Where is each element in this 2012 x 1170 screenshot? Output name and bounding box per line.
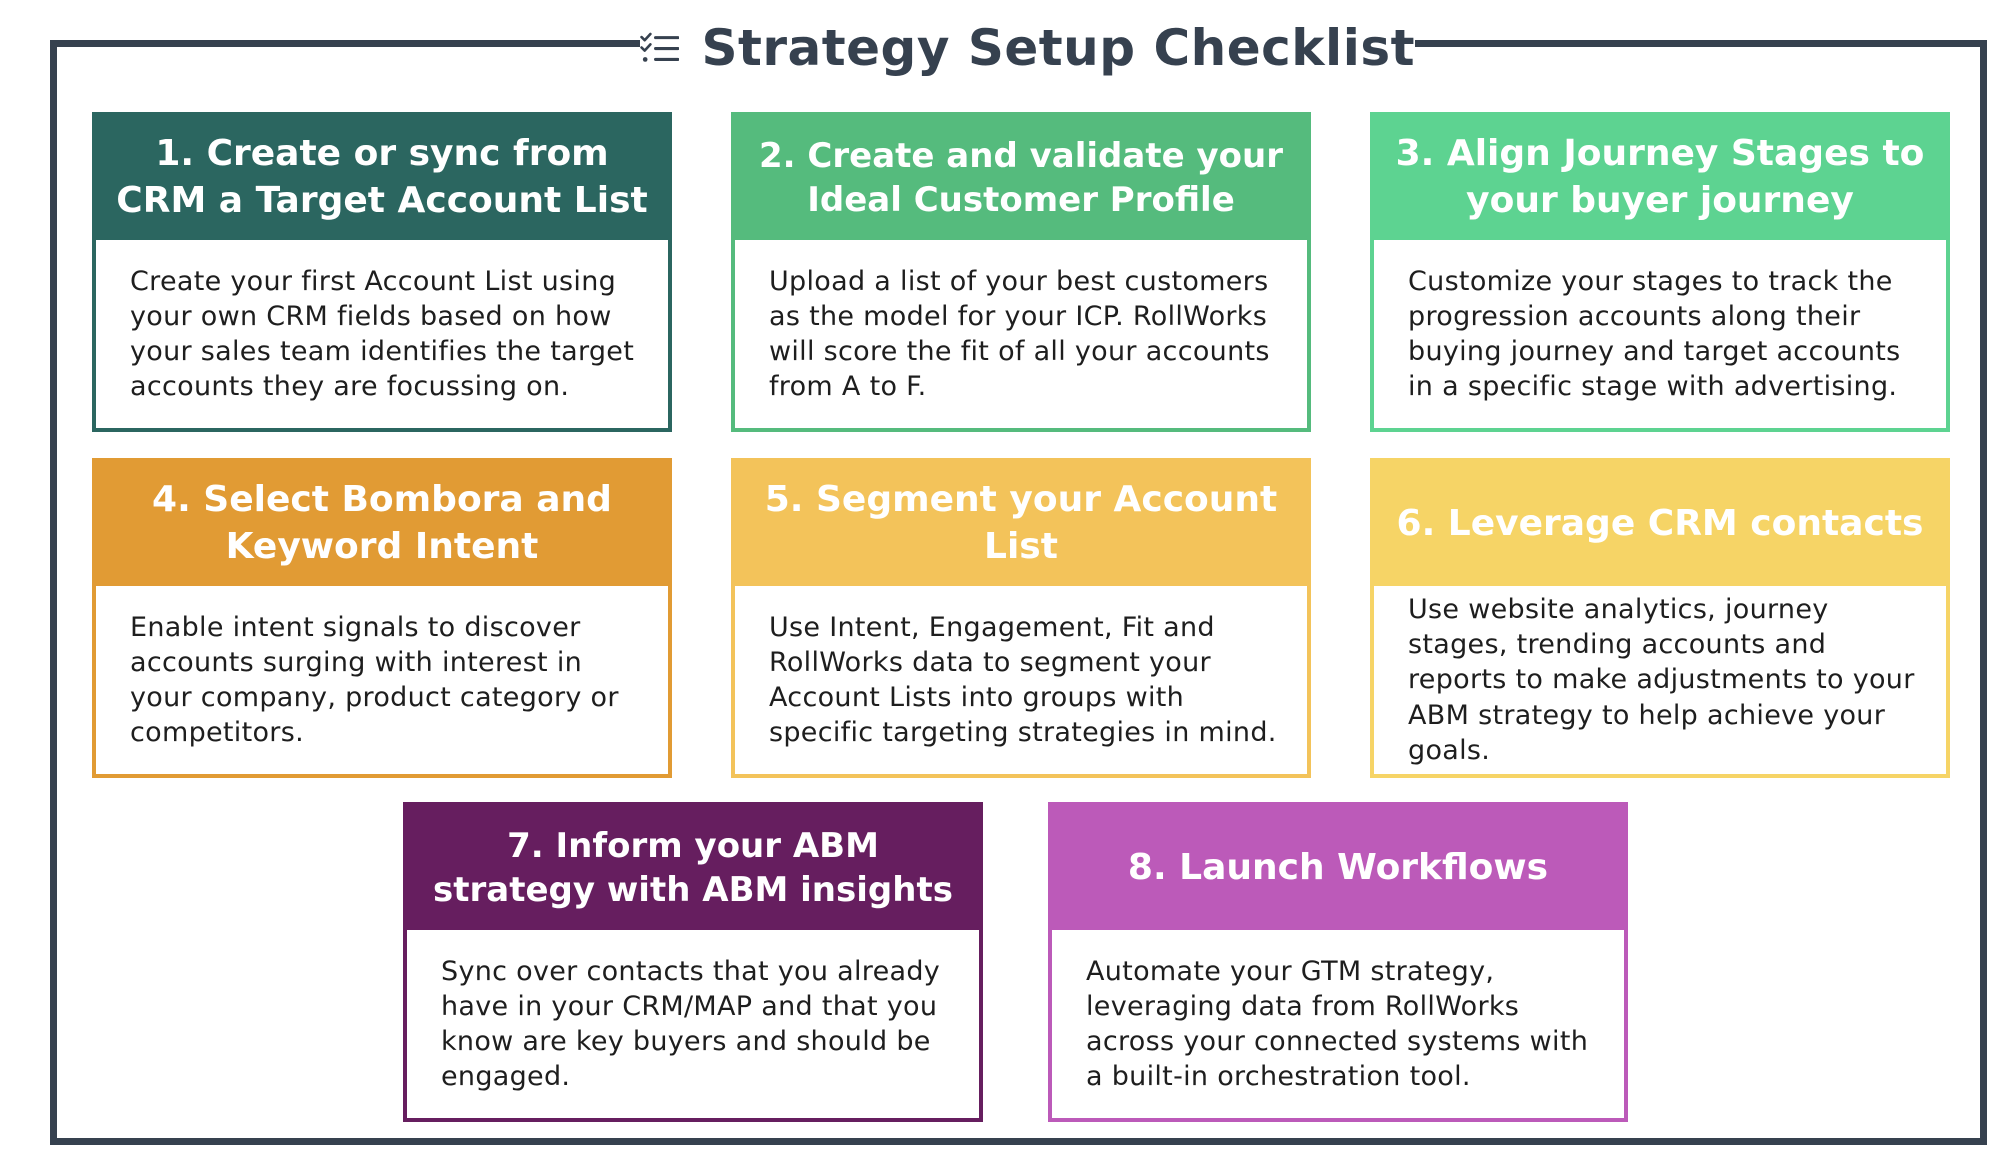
step-body-6: Use website analytics, journey stages, t… <box>1408 594 1915 766</box>
step-heading-2: 2. Create and validate your Ideal Custom… <box>735 116 1307 240</box>
step-body-7: Sync over contacts that you already have… <box>441 955 941 1093</box>
step-card-5: 5. Segment your Account List Use Intent,… <box>731 458 1311 778</box>
title-bar: Strategy Setup Checklist <box>640 8 1415 88</box>
step-heading-7: 7. Inform your ABM strategy with ABM ins… <box>407 806 979 930</box>
step-card-1: 1. Create or sync from CRM a Target Acco… <box>92 112 672 432</box>
step-body-3: Customize your stages to track the progr… <box>1408 265 1901 403</box>
checklist-icon <box>640 32 680 62</box>
step-body-2: Upload a list of your best customers as … <box>769 265 1270 403</box>
step-body-8: Automate your GTM strategy, leveraging d… <box>1086 955 1589 1093</box>
step-heading-3: 3. Align Journey Stages to your buyer jo… <box>1374 116 1946 240</box>
step-heading-4: 4. Select Bombora and Keyword Intent <box>96 462 668 586</box>
step-card-3: 3. Align Journey Stages to your buyer jo… <box>1370 112 1950 432</box>
page-title: Strategy Setup Checklist <box>701 19 1415 77</box>
step-heading-5: 5. Segment your Account List <box>735 462 1307 586</box>
step-body-4: Enable intent signals to discover accoun… <box>130 611 619 749</box>
step-card-8: 8. Launch Workflows Automate your GTM st… <box>1048 802 1628 1122</box>
step-card-6: 6. Leverage CRM contacts Use website ana… <box>1370 458 1950 778</box>
step-card-7: 7. Inform your ABM strategy with ABM ins… <box>403 802 983 1122</box>
step-heading-8: 8. Launch Workflows <box>1052 806 1624 930</box>
step-heading-6: 6. Leverage CRM contacts <box>1374 462 1946 586</box>
step-body-5: Use Intent, Engagement, Fit and RollWork… <box>769 611 1277 749</box>
step-heading-1: 1. Create or sync from CRM a Target Acco… <box>96 116 668 240</box>
step-card-2: 2. Create and validate your Ideal Custom… <box>731 112 1311 432</box>
step-body-1: Create your first Account List using you… <box>130 265 635 403</box>
step-card-4: 4. Select Bombora and Keyword Intent Ena… <box>92 458 672 778</box>
